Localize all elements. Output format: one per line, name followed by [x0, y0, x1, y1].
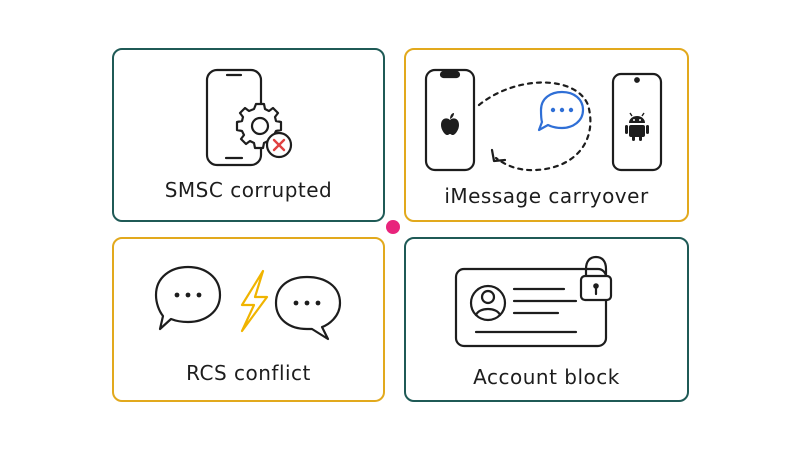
- typing-dots: [550, 107, 574, 113]
- typing-dots-left: [174, 292, 202, 298]
- panel-account-block: Account block: [404, 237, 689, 402]
- error-x-icon: [265, 131, 293, 159]
- lightning-icon: [240, 269, 269, 333]
- smsc-illustration: [205, 68, 293, 167]
- apple-icon: [441, 113, 459, 135]
- imessage-illustration: [424, 68, 663, 172]
- id-card-icon: [454, 267, 608, 348]
- label-rcs-conflict: RCS conflict: [186, 361, 311, 385]
- typing-dots-right: [293, 300, 321, 306]
- panel-rcs-conflict: RCS conflict: [112, 237, 385, 402]
- center-marker-dot: [386, 220, 400, 234]
- panel-imessage-carryover: iMessage carryover: [404, 48, 689, 222]
- phone-icon: [611, 72, 663, 172]
- android-icon: [625, 112, 649, 141]
- chat-bubble-icon: [274, 275, 342, 341]
- phone-icon: [424, 68, 476, 172]
- label-smsc-corrupted: SMSC corrupted: [164, 178, 333, 202]
- panel-smsc-corrupted: SMSC corrupted: [112, 48, 385, 222]
- rcs-illustration: [154, 265, 342, 341]
- account-illustration: [454, 255, 613, 348]
- arrowhead: [490, 148, 507, 163]
- padlock-icon: [579, 255, 613, 302]
- label-account-block: Account block: [473, 365, 620, 389]
- label-imessage-carryover: iMessage carryover: [444, 184, 649, 208]
- carryover-arrow: [477, 81, 592, 172]
- chat-bubble-icon: [154, 265, 222, 331]
